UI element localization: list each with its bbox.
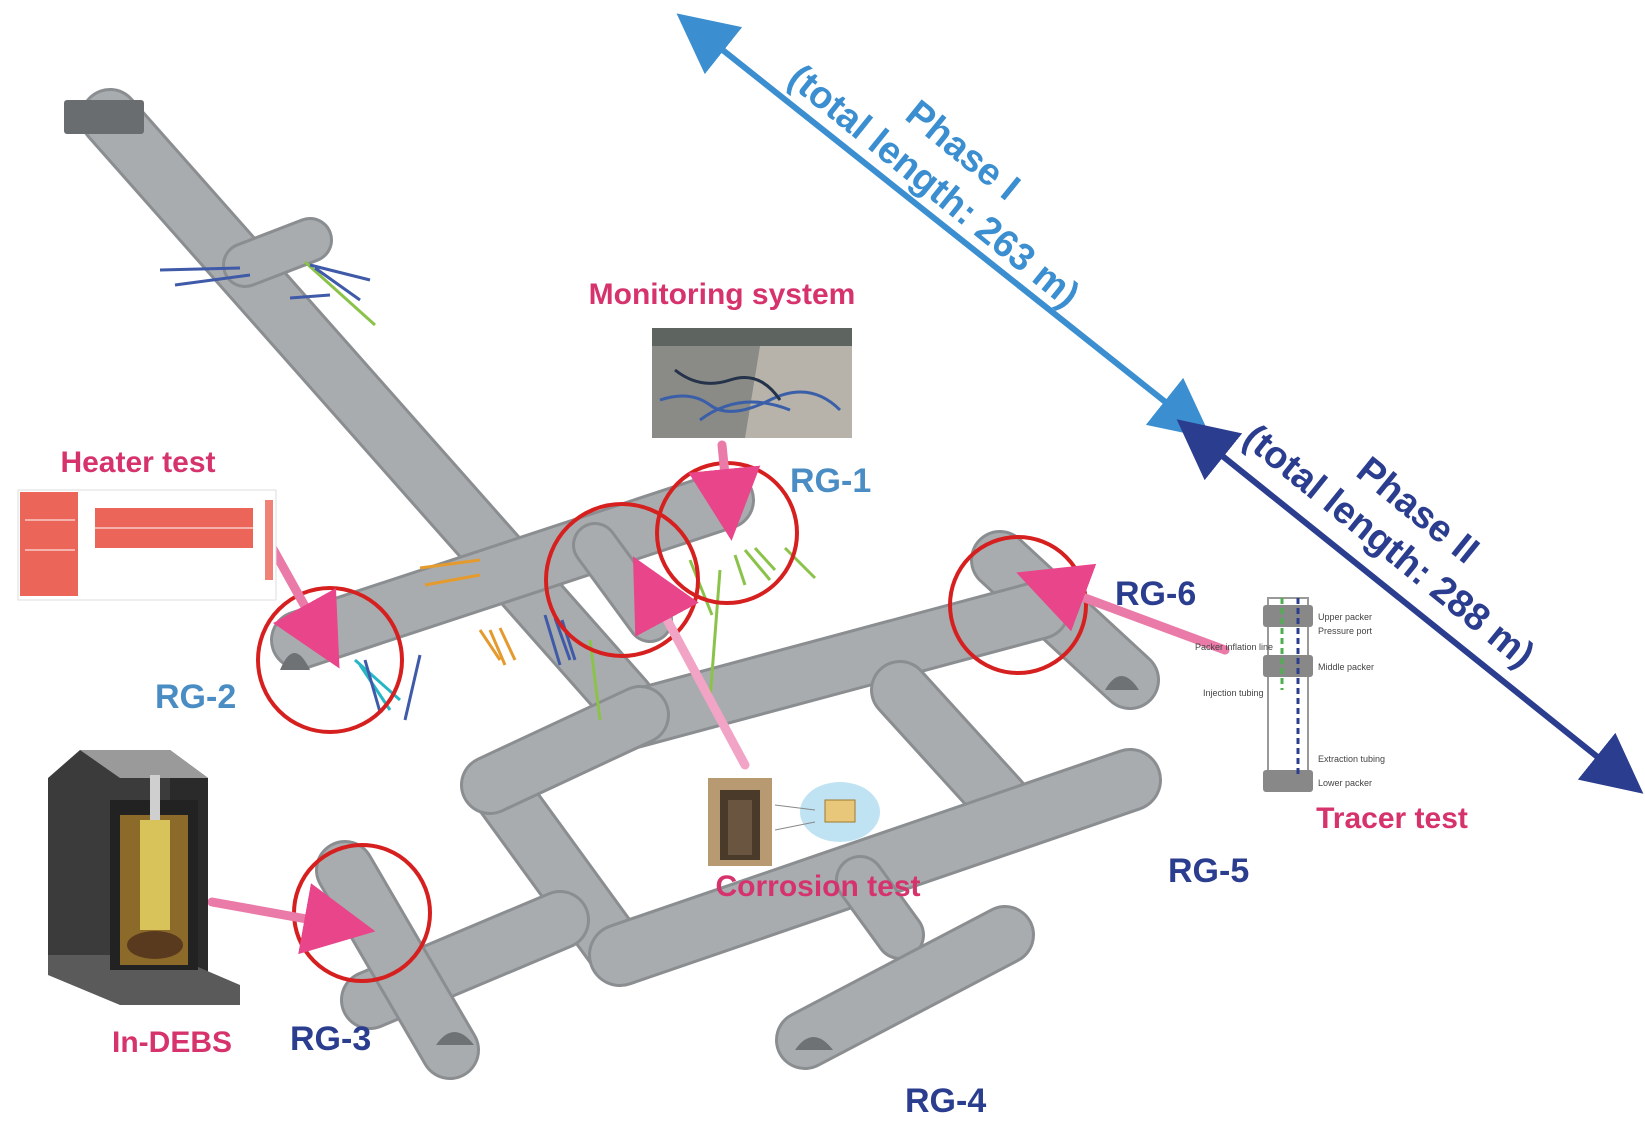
tracer-upper-packer-label: Upper packer <box>1318 612 1372 622</box>
tracer-inflation-line-label: Packer inflation line <box>1195 642 1273 652</box>
phase1-arrow <box>676 13 1212 439</box>
monitoring-system-label: Monitoring system <box>589 278 856 311</box>
monitoring-system-photo <box>652 328 852 438</box>
rg2-label: RG-2 <box>155 678 236 716</box>
rg3-label: RG-3 <box>290 1020 371 1058</box>
tunnel-network <box>80 88 1162 1080</box>
rg2-highlight-circle <box>256 586 404 734</box>
heater-test-figure <box>17 489 277 601</box>
in-debs-label: In-DEBS <box>112 1026 232 1059</box>
rg4-label: RG-4 <box>905 1082 986 1120</box>
phase2-arrow <box>1176 419 1644 794</box>
tracer-lower-packer-label: Lower packer <box>1318 778 1372 788</box>
in-debs-figure <box>48 750 240 1005</box>
phase1-label: Phase I (total length: 263 m) <box>780 57 1087 317</box>
rg1-label: RG-1 <box>790 462 871 500</box>
rg6-label: RG-6 <box>1115 575 1196 613</box>
tracer-middle-packer-label: Middle packer <box>1318 662 1374 672</box>
tracer-test-label: Tracer test <box>1316 802 1468 835</box>
corrosion-test-figure <box>708 778 880 866</box>
tunnel-portals <box>64 100 1139 1050</box>
tracer-extraction-tubing-label: Extraction tubing <box>1318 754 1385 764</box>
heater-test-label: Heater test <box>60 446 215 479</box>
corrosion-test-label: Corrosion test <box>715 870 920 903</box>
boreholes <box>159 260 817 721</box>
tracer-test-schematic: Upper packer Pressure port Packer inflat… <box>1195 597 1385 792</box>
tracer-injection-tubing-label: Injection tubing <box>1203 688 1264 698</box>
rg5-label: RG-5 <box>1168 852 1249 890</box>
tracer-pressure-port-label: Pressure port <box>1318 626 1373 636</box>
